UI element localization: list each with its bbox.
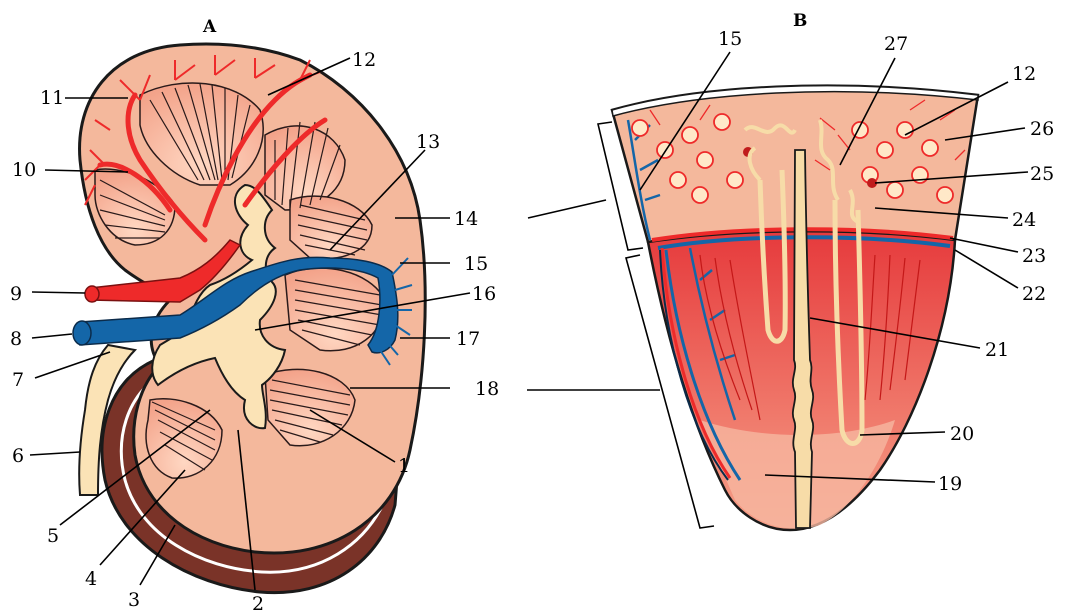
label-19: 19 — [938, 473, 962, 495]
label-10: 10 — [12, 159, 36, 181]
label-18: 18 — [475, 378, 499, 400]
label-13: 13 — [416, 131, 440, 153]
label-8: 8 — [10, 328, 22, 350]
panel-b-label: B — [793, 11, 807, 31]
label-27: 27 — [884, 33, 908, 55]
label-17: 17 — [456, 328, 480, 350]
label-15: 15 — [464, 253, 488, 275]
label-14: 14 — [454, 208, 478, 230]
label-4: 4 — [85, 568, 97, 590]
label-15b: 15 — [718, 28, 742, 50]
label-6: 6 — [12, 445, 24, 467]
label-11: 11 — [40, 87, 64, 109]
label-26: 26 — [1030, 118, 1054, 140]
panel-a-label: A — [202, 17, 217, 37]
renal-lobe-panel: B 15 27 12 26 25 24 23 22 21 20 19 — [527, 11, 1054, 530]
label-12: 12 — [352, 49, 376, 71]
label-12b: 12 — [1012, 63, 1036, 85]
renal-artery-opening — [85, 286, 99, 302]
label-25: 25 — [1030, 163, 1054, 185]
label-5: 5 — [47, 525, 59, 547]
label-9: 9 — [10, 283, 22, 305]
label-22: 22 — [1022, 283, 1046, 305]
label-3: 3 — [128, 589, 140, 611]
kidney-section-panel: A 11 12 10 13 14 15 16 17 18 9 8 7 6 5 4… — [10, 17, 499, 615]
label-1: 1 — [398, 455, 410, 477]
label-23: 23 — [1022, 245, 1046, 267]
label-16: 16 — [472, 283, 496, 305]
renal-vein-opening — [73, 321, 91, 345]
label-7: 7 — [12, 369, 24, 391]
label-2: 2 — [252, 593, 264, 615]
label-21: 21 — [985, 339, 1009, 361]
label-24: 24 — [1012, 209, 1036, 231]
label-20: 20 — [950, 423, 974, 445]
